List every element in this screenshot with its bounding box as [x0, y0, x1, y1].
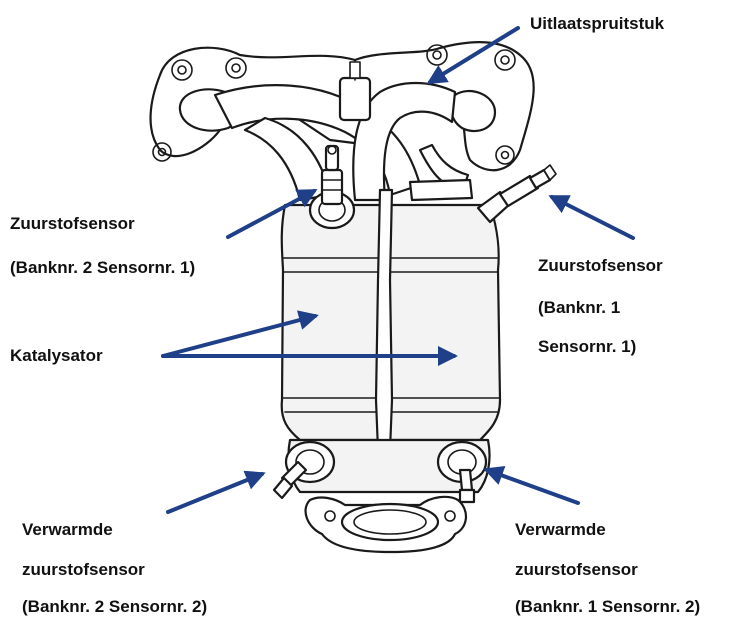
- label-catalyst: Katalysator: [10, 346, 103, 366]
- label-o2-sensor-bank1-s1-line1: Zuurstofsensor: [538, 256, 663, 276]
- label-heated-sensor-bank2-line1: Verwarmde: [22, 520, 113, 540]
- label-o2-sensor-bank2-s1-line2: (Banknr. 2 Sensornr. 1): [10, 258, 195, 278]
- label-heated-sensor-bank2-line3: (Banknr. 2 Sensornr. 2): [22, 597, 207, 617]
- outlet-flange: [306, 497, 466, 552]
- arrow-sensor-bank1-s2: [487, 470, 578, 503]
- label-o2-sensor-bank1-s1-line3: Sensornr. 1): [538, 337, 636, 357]
- arrow-sensor-bank1-s1: [552, 197, 633, 238]
- label-exhaust-manifold: Uitlaatspruitstuk: [530, 14, 664, 34]
- arrow-sensor-bank2-s2: [168, 474, 262, 512]
- label-o2-sensor-bank1-s1-line2: (Banknr. 1: [538, 298, 620, 318]
- label-heated-sensor-bank1-line2: zuurstofsensor: [515, 560, 638, 580]
- label-heated-sensor-bank1-line1: Verwarmde: [515, 520, 606, 540]
- label-heated-sensor-bank2-line2: zuurstofsensor: [22, 560, 145, 580]
- sensor-bank1-s1: [478, 165, 556, 222]
- label-heated-sensor-bank1-line3: (Banknr. 1 Sensornr. 2): [515, 597, 700, 617]
- label-o2-sensor-bank2-s1-line1: Zuurstofsensor: [10, 214, 135, 234]
